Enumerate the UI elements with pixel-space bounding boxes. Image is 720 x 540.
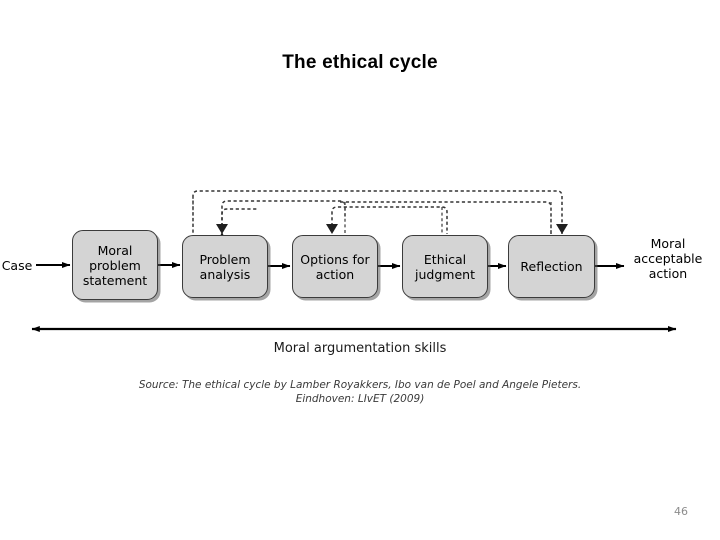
stage-box-reflection[interactable]: Reflection: [508, 235, 595, 298]
feedback-short-analysis: [221, 208, 258, 232]
feedback-stems: [192, 196, 552, 236]
feedback-loops: [192, 190, 563, 240]
feedback-arrowhead-analysis: [216, 224, 228, 234]
page-title: The ethical cycle: [282, 52, 438, 73]
stage-label-line: analysis: [199, 266, 251, 282]
stage-label-line: action: [315, 266, 355, 282]
feedback-arrowhead-reflection: [556, 224, 568, 234]
source-note: Source: The ethical cycle by Lamber Roya…: [0, 379, 720, 406]
stage-label-line: Options for: [300, 251, 370, 267]
main-flow-arrows: [36, 261, 625, 269]
feedback-arrowheads: [216, 224, 568, 234]
stage-label-line: problem: [89, 257, 141, 273]
stage-label-line: Moral: [97, 242, 133, 258]
stage-label-line: judgment: [415, 266, 475, 282]
stage-label-line: statement: [82, 272, 148, 288]
stage-label-line: Ethical: [423, 251, 467, 267]
stage-box-options-for-action[interactable]: Options for action: [292, 235, 378, 298]
output-label-line: acceptable: [633, 251, 703, 266]
output-label-moral-acceptable-action: Moral acceptable action: [618, 236, 718, 281]
stage-label-line: Problem: [199, 251, 251, 267]
feedback-reflection-to-options-stem: [340, 201, 552, 234]
stage-box-problem-analysis[interactable]: Problem analysis: [182, 235, 268, 298]
source-line-2: Eindhoven: LIvET (2009): [295, 392, 425, 405]
stage-box-ethical-judgment[interactable]: Ethical judgment: [402, 235, 488, 298]
input-label-case: Case: [1, 258, 33, 273]
feedback-reflection-to-analysis-stem: [192, 190, 563, 234]
feedback-loop-options: [331, 206, 448, 234]
output-label-line: Moral: [650, 236, 686, 251]
feedback-outer-to-analysis-arrow: [218, 200, 346, 240]
output-label-line: action: [648, 266, 688, 281]
stage-label-line: Reflection: [520, 259, 583, 274]
page-number: 46: [674, 505, 688, 518]
feedback-arrowhead-options: [326, 224, 338, 234]
stage-box-moral-problem-statement[interactable]: Moral problem statement: [72, 230, 158, 300]
skills-spectrum-label: Moral argumentation skills: [273, 341, 447, 356]
source-line-1: Source: The ethical cycle by Lamber Roya…: [138, 379, 582, 391]
